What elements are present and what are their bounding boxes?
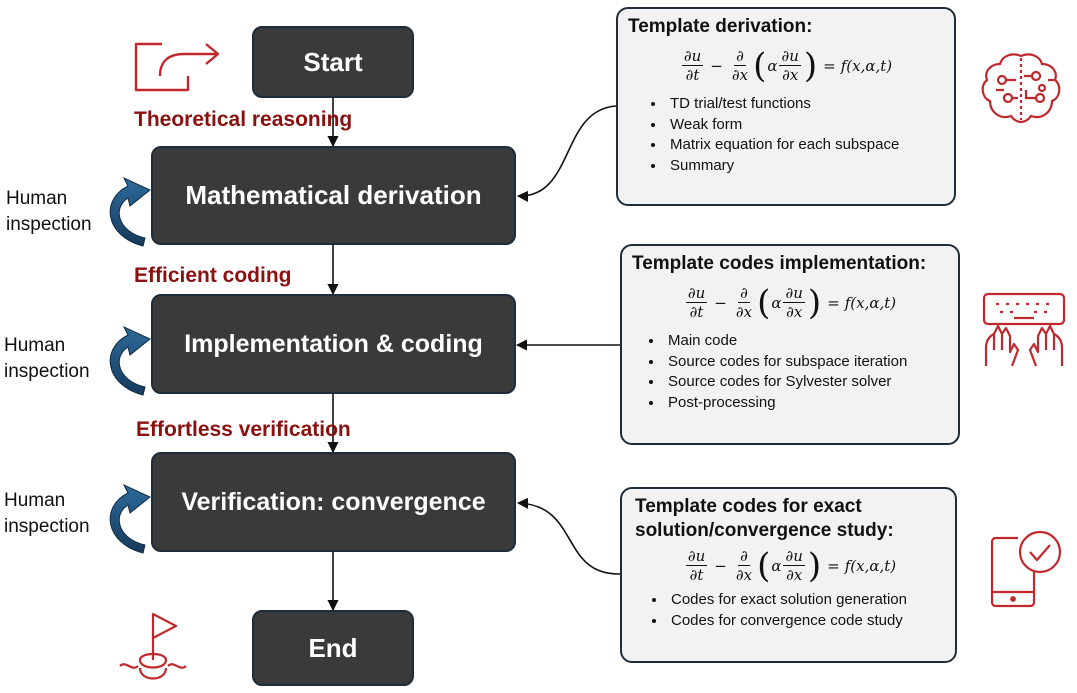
template-items: Codes for exact solution generation Code…: [635, 590, 945, 631]
list-item: Weak form: [666, 115, 944, 136]
template-connectors: [515, 105, 621, 575]
list-item: TD trial/test functions: [666, 94, 944, 115]
inspection-label: inspection: [4, 361, 90, 382]
node-start: Start: [252, 26, 414, 98]
human-inspection-impl: Human inspection: [4, 333, 90, 385]
phone-check-icon: [990, 530, 1062, 608]
template-codes-implementation-box: Template codes implementation: ∂u∂t − ∂∂…: [620, 244, 960, 445]
brain-icon: [981, 53, 1061, 124]
list-item: Source codes for subspace iteration: [664, 352, 948, 373]
human-inspection-verif: Human inspection: [4, 488, 90, 540]
list-item: Codes for convergence code study: [667, 611, 945, 632]
stage-theoretical-reasoning: Theoretical reasoning: [134, 108, 353, 131]
inspection-label: inspection: [4, 516, 90, 537]
template-items: TD trial/test functions Weak form Matrix…: [628, 94, 944, 176]
list-item: Matrix equation for each subspace: [666, 135, 944, 156]
template-title: Template codes for exact solution/conver…: [635, 496, 894, 541]
pde-equation: ∂u∂t − ∂∂x (α ∂u∂x ) =f(x,α,t): [685, 282, 897, 323]
stage-effortless-verification: Effortless verification: [136, 418, 351, 441]
template-derivation-box: Template derivation: ∂u∂t − ∂∂x (α ∂u∂x …: [616, 7, 956, 206]
start-arrow-icon: [134, 42, 220, 92]
connector-template-derivation: [516, 105, 617, 202]
loop-arrow-icon: [109, 176, 151, 554]
node-implementation-coding: Implementation & coding: [151, 294, 516, 394]
node-end: End: [252, 610, 414, 686]
list-item: Summary: [666, 156, 944, 177]
keyboard-hands-icon: [982, 292, 1066, 367]
pde-equation: ∂u∂t − ∂∂x (α ∂u∂x ) =f(x,α,t): [681, 45, 893, 86]
pde-equation: ∂u∂t − ∂∂x (α ∂u∂x ) =f(x,α,t): [685, 545, 897, 586]
human-label: Human: [4, 335, 66, 356]
template-items: Main code Source codes for subspace iter…: [632, 331, 948, 413]
template-title: Template codes implementation:: [632, 253, 927, 274]
template-title: Template derivation:: [628, 16, 813, 37]
list-item: Post-processing: [664, 393, 948, 414]
connector-template-convergence: [516, 497, 621, 575]
human-inspection-math: Human inspection: [6, 186, 92, 238]
node-mathematical-derivation: Mathematical derivation: [151, 146, 516, 245]
list-item: Source codes for Sylvester solver: [664, 372, 948, 393]
finish-flag-icon: [119, 612, 187, 680]
human-label: Human: [6, 188, 68, 209]
inspection-label: inspection: [6, 214, 92, 235]
human-label: Human: [4, 490, 66, 511]
stage-efficient-coding: Efficient coding: [134, 264, 292, 287]
template-convergence-box: Template codes for exact solution/conver…: [620, 487, 957, 663]
list-item: Codes for exact solution generation: [667, 590, 945, 611]
node-verification-convergence: Verification: convergence: [151, 452, 516, 552]
list-item: Main code: [664, 331, 948, 352]
